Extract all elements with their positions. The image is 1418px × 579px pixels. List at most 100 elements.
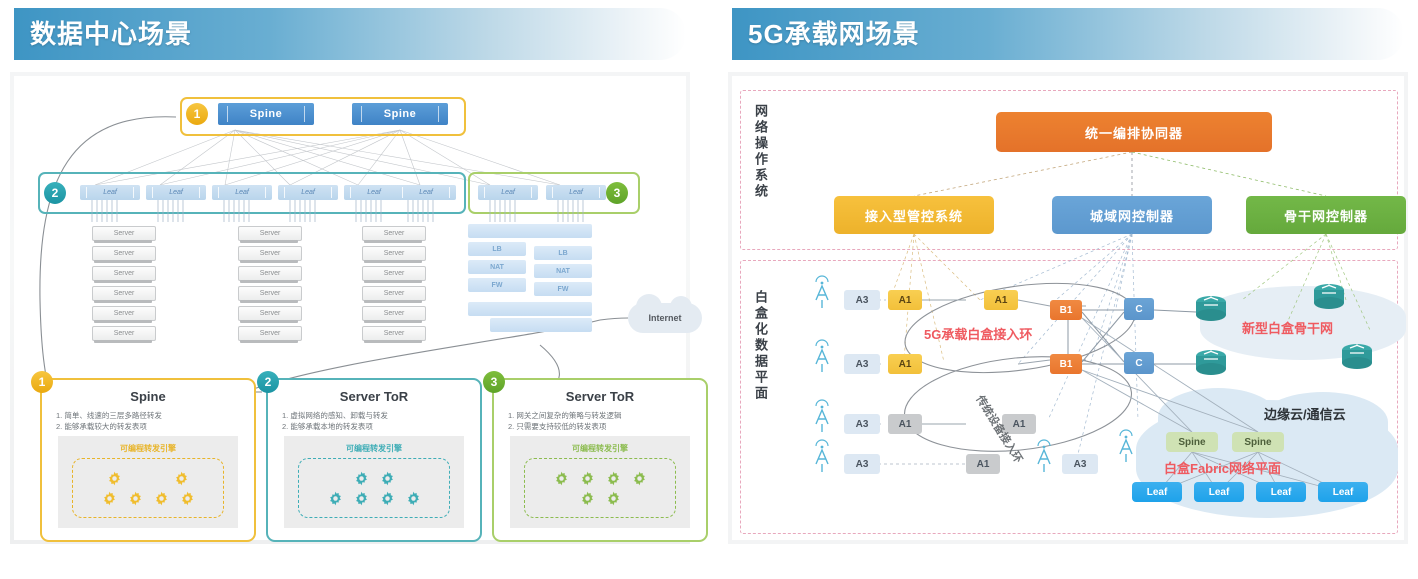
controller-access[interactable]: 接入型管控系统 bbox=[834, 196, 994, 234]
node-a1-whitebox[interactable]: A1 bbox=[984, 290, 1018, 310]
gateway-bottom-bar bbox=[468, 302, 592, 316]
gear-row bbox=[580, 491, 621, 506]
gear-icon bbox=[155, 491, 167, 505]
gateway-nat-left[interactable]: NAT bbox=[468, 260, 526, 274]
server-node[interactable]: Server bbox=[238, 226, 302, 241]
server-rack-line bbox=[94, 300, 152, 303]
server-rack-line bbox=[364, 240, 422, 243]
fabric-leaf[interactable]: Leaf bbox=[1318, 482, 1368, 502]
gateway-top-bar bbox=[468, 224, 592, 238]
server-node[interactable]: Server bbox=[92, 326, 156, 341]
server-node[interactable]: Server bbox=[362, 326, 426, 341]
server-node[interactable]: Server bbox=[92, 306, 156, 321]
node-a3[interactable]: A3 bbox=[844, 354, 880, 374]
server-node[interactable]: Server bbox=[362, 246, 426, 261]
spine-switch-2[interactable]: Spine bbox=[352, 103, 448, 125]
node-a1-legacy[interactable]: A1 bbox=[888, 414, 922, 434]
server-node[interactable]: Server bbox=[362, 266, 426, 281]
server-node[interactable]: Server bbox=[92, 266, 156, 281]
node-a3[interactable]: A3 bbox=[1062, 454, 1098, 474]
info-card-spine[interactable]: 1 Spine 1. 简单、线速的三层多路径转发 2. 能够承载较大的转发表项 … bbox=[31, 371, 256, 542]
gear-icon bbox=[176, 471, 187, 485]
info-card-line: 2. 能够承载较大的转发表项 bbox=[56, 422, 147, 431]
engine-panel: 可编程转发引擎 bbox=[510, 436, 690, 528]
leaf-switch[interactable]: Leaf bbox=[146, 185, 206, 200]
orchestrator-box[interactable]: 统一编排协同器 bbox=[996, 112, 1272, 152]
server-node[interactable]: Server bbox=[362, 286, 426, 301]
server-rack-line bbox=[94, 240, 152, 243]
gear-icon bbox=[607, 491, 619, 505]
node-a1-legacy[interactable]: A1 bbox=[1002, 414, 1036, 434]
right-panel: 5G承载网场景 网络操作系统 统一编排协同器 接入型管控系统 城域网控制器 骨干… bbox=[718, 0, 1418, 579]
server-rack-line bbox=[364, 340, 422, 343]
leaf-switch[interactable]: Leaf bbox=[478, 185, 538, 200]
node-b1[interactable]: B1 bbox=[1050, 300, 1082, 320]
server-rack-line bbox=[240, 280, 298, 283]
node-a1-whitebox[interactable]: A1 bbox=[888, 354, 922, 374]
leaf-switch[interactable]: Leaf bbox=[546, 185, 606, 200]
server-node[interactable]: Server bbox=[238, 266, 302, 281]
fabric-leaf[interactable]: Leaf bbox=[1256, 482, 1306, 502]
engine-title: 可编程转发引擎 bbox=[572, 444, 628, 453]
leaf-switch[interactable]: Leaf bbox=[396, 185, 456, 200]
node-c[interactable]: C bbox=[1124, 298, 1154, 320]
node-a3[interactable]: A3 bbox=[844, 454, 880, 474]
edge-cloud-lobe bbox=[1258, 392, 1388, 464]
right-panel-header-bar bbox=[732, 8, 1404, 60]
leaf-switch[interactable]: Leaf bbox=[344, 185, 404, 200]
gear-icon bbox=[633, 471, 645, 485]
server-rack-line bbox=[240, 260, 298, 263]
gear-row bbox=[328, 491, 421, 506]
gear-icon bbox=[607, 471, 619, 485]
engine-gear-area bbox=[72, 458, 224, 518]
node-a3[interactable]: A3 bbox=[844, 290, 880, 310]
server-rack-line bbox=[364, 260, 422, 263]
server-node[interactable]: Server bbox=[362, 226, 426, 241]
leaf-switch[interactable]: Leaf bbox=[80, 185, 140, 200]
info-card-body: 1. 虚拟网络的感知、卸载与转发 2. 能够承载本地的转发表项 bbox=[282, 410, 470, 432]
gear-icon bbox=[355, 491, 367, 505]
fabric-leaf[interactable]: Leaf bbox=[1132, 482, 1182, 502]
node-b1[interactable]: B1 bbox=[1050, 354, 1082, 374]
server-node[interactable]: Server bbox=[238, 246, 302, 261]
gear-row bbox=[354, 471, 395, 486]
gateway-fw-left[interactable]: FW bbox=[468, 278, 526, 292]
fabric-spine[interactable]: Spine bbox=[1232, 432, 1284, 452]
leaf-switch[interactable]: Leaf bbox=[212, 185, 272, 200]
info-card-server-tor-2[interactable]: 2 Server ToR 1. 虚拟网络的感知、卸载与转发 2. 能够承载本地的… bbox=[257, 371, 482, 542]
fabric-spine[interactable]: Spine bbox=[1166, 432, 1218, 452]
server-rack-line bbox=[240, 320, 298, 323]
gateway-lb-right[interactable]: LB bbox=[534, 246, 592, 260]
server-node[interactable]: Server bbox=[362, 306, 426, 321]
gear-icon bbox=[355, 471, 367, 485]
gear-row bbox=[554, 471, 647, 486]
data-plane-side-label: 白盒化数据平面 bbox=[753, 290, 768, 402]
node-c[interactable]: C bbox=[1124, 352, 1154, 374]
gateway-lb-left[interactable]: LB bbox=[468, 242, 526, 256]
engine-panel: 可编程转发引擎 bbox=[58, 436, 238, 528]
server-node[interactable]: Server bbox=[238, 286, 302, 301]
info-card-line: 1. 简单、线速的三层多路径转发 bbox=[56, 411, 162, 420]
server-node[interactable]: Server bbox=[92, 246, 156, 261]
controller-backbone[interactable]: 骨干网控制器 bbox=[1246, 196, 1406, 234]
node-a1-legacy[interactable]: A1 bbox=[966, 454, 1000, 474]
leaf-group-box-teal bbox=[38, 172, 466, 214]
server-node[interactable]: Server bbox=[238, 326, 302, 341]
engine-title: 可编程转发引擎 bbox=[346, 444, 402, 453]
node-a3[interactable]: A3 bbox=[844, 414, 880, 434]
spine-switch-1[interactable]: Spine bbox=[218, 103, 314, 125]
info-card-title: Server ToR bbox=[565, 389, 635, 404]
engine-gear-area bbox=[298, 458, 450, 518]
server-node[interactable]: Server bbox=[92, 286, 156, 301]
controller-metro[interactable]: 城域网控制器 bbox=[1052, 196, 1212, 234]
node-a1-whitebox[interactable]: A1 bbox=[888, 290, 922, 310]
gateway-fw-right[interactable]: FW bbox=[534, 282, 592, 296]
leaf-switch[interactable]: Leaf bbox=[278, 185, 338, 200]
info-card-server-tor-3[interactable]: 3 Server ToR 1. 网关之间复杂的策略与转发逻辑 2. 只需要支持较… bbox=[483, 371, 708, 542]
info-card-badge: 3 bbox=[483, 371, 505, 393]
gateway-nat-right[interactable]: NAT bbox=[534, 264, 592, 278]
server-node[interactable]: Server bbox=[92, 226, 156, 241]
fabric-leaf[interactable]: Leaf bbox=[1194, 482, 1244, 502]
server-node[interactable]: Server bbox=[238, 306, 302, 321]
